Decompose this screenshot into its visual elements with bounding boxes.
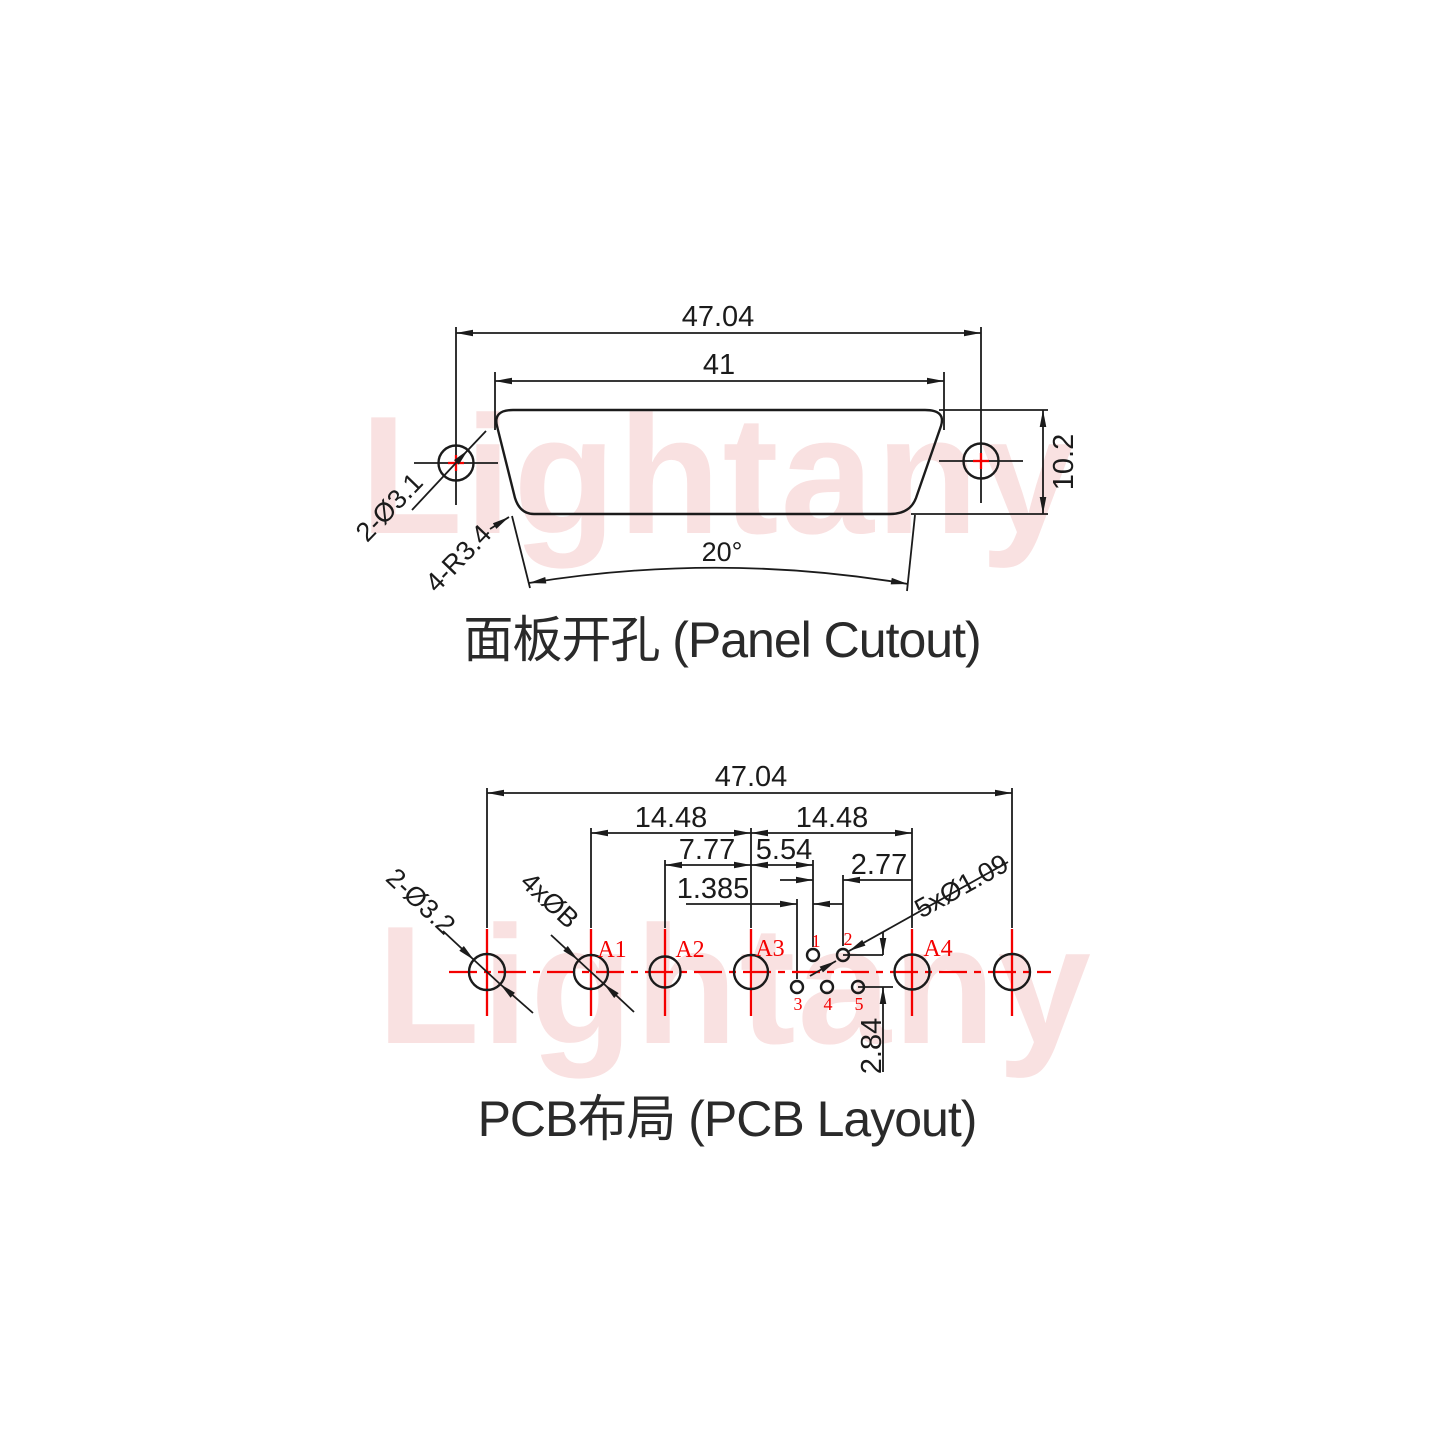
label-pin-4: 4 [824, 994, 833, 1014]
panel-dim-47-04: 47.04 [456, 301, 981, 337]
label-pin-3: 3 [794, 994, 803, 1014]
pcb-pin-1 [805, 947, 821, 963]
pcb-dim-2-84-label: 2.84 [856, 1018, 888, 1074]
pcb-extension-lines [486, 788, 1013, 979]
pcb-dim-7-77-label: 7.77 [679, 834, 735, 866]
panel-dim-20deg: 20° [511, 514, 916, 592]
pcb-pin-4 [819, 979, 835, 995]
panel-dim-47-04-label: 47.04 [682, 301, 755, 333]
label-pin-2: 2 [844, 929, 853, 949]
panel-dim-10-2-label: 10.2 [1048, 434, 1080, 490]
pcb-mount-hole-left [467, 952, 507, 992]
pcb-dim-14-48-left-label: 14.48 [635, 802, 708, 834]
pcb-hole-a2 [648, 955, 682, 989]
panel-cutout-title: 面板开孔 (Panel Cutout) [463, 612, 980, 668]
pcb-hole-a1 [572, 953, 610, 991]
pcb-dim-47-04: 47.04 [487, 761, 1012, 797]
panel-dim-10-2: 10.2 [911, 409, 1080, 515]
pcb-dim-5-54-label: 5.54 [756, 834, 812, 866]
pcb-dim-14-48-right: 14.48 [751, 802, 912, 837]
label-a2: A2 [675, 937, 704, 963]
pcb-mount-hole-right [992, 952, 1032, 992]
pcb-dim-2-84: 2.84 [843, 932, 893, 1074]
pcb-centerlines [449, 929, 1051, 1016]
pcb-dim-1-385-label: 1.385 [677, 873, 750, 905]
label-pin-5: 5 [855, 994, 864, 1014]
pcb-dim-47-04-label: 47.04 [715, 761, 788, 793]
pcb-layout-title: PCB布局 (PCB Layout) [478, 1091, 977, 1147]
pcb-pin-3 [789, 979, 805, 995]
watermark-top: Lightany [360, 381, 1076, 569]
panel-dim-20deg-label: 20° [702, 537, 743, 567]
pcb-dim-1-385: 1.385 [677, 873, 843, 908]
panel-dim-41-label: 41 [703, 349, 735, 381]
pcb-dim-14-48-right-label: 14.48 [796, 802, 869, 834]
label-a4: A4 [923, 936, 952, 962]
pcb-hole-a3 [732, 953, 770, 991]
pcb-hole-a4 [893, 953, 931, 991]
pcb-dim-5-54: 5.54 [751, 834, 813, 869]
cutout-outline [495, 408, 944, 516]
panel-mount-hole-right [939, 327, 1023, 503]
panel-dim-41: 41 [494, 349, 945, 430]
label-a1: A1 [597, 937, 626, 963]
label-pin-1: 1 [812, 931, 821, 951]
label-a3: A3 [755, 936, 784, 962]
watermark-bottom: Lightany [377, 891, 1093, 1079]
pcb-dim-14-48-left: 14.48 [591, 802, 751, 837]
pcb-dim-7-77: 7.77 [665, 834, 751, 869]
pcb-dim-2-77: 2.77 [780, 849, 912, 884]
pcb-dim-2-77-label: 2.77 [851, 849, 907, 881]
